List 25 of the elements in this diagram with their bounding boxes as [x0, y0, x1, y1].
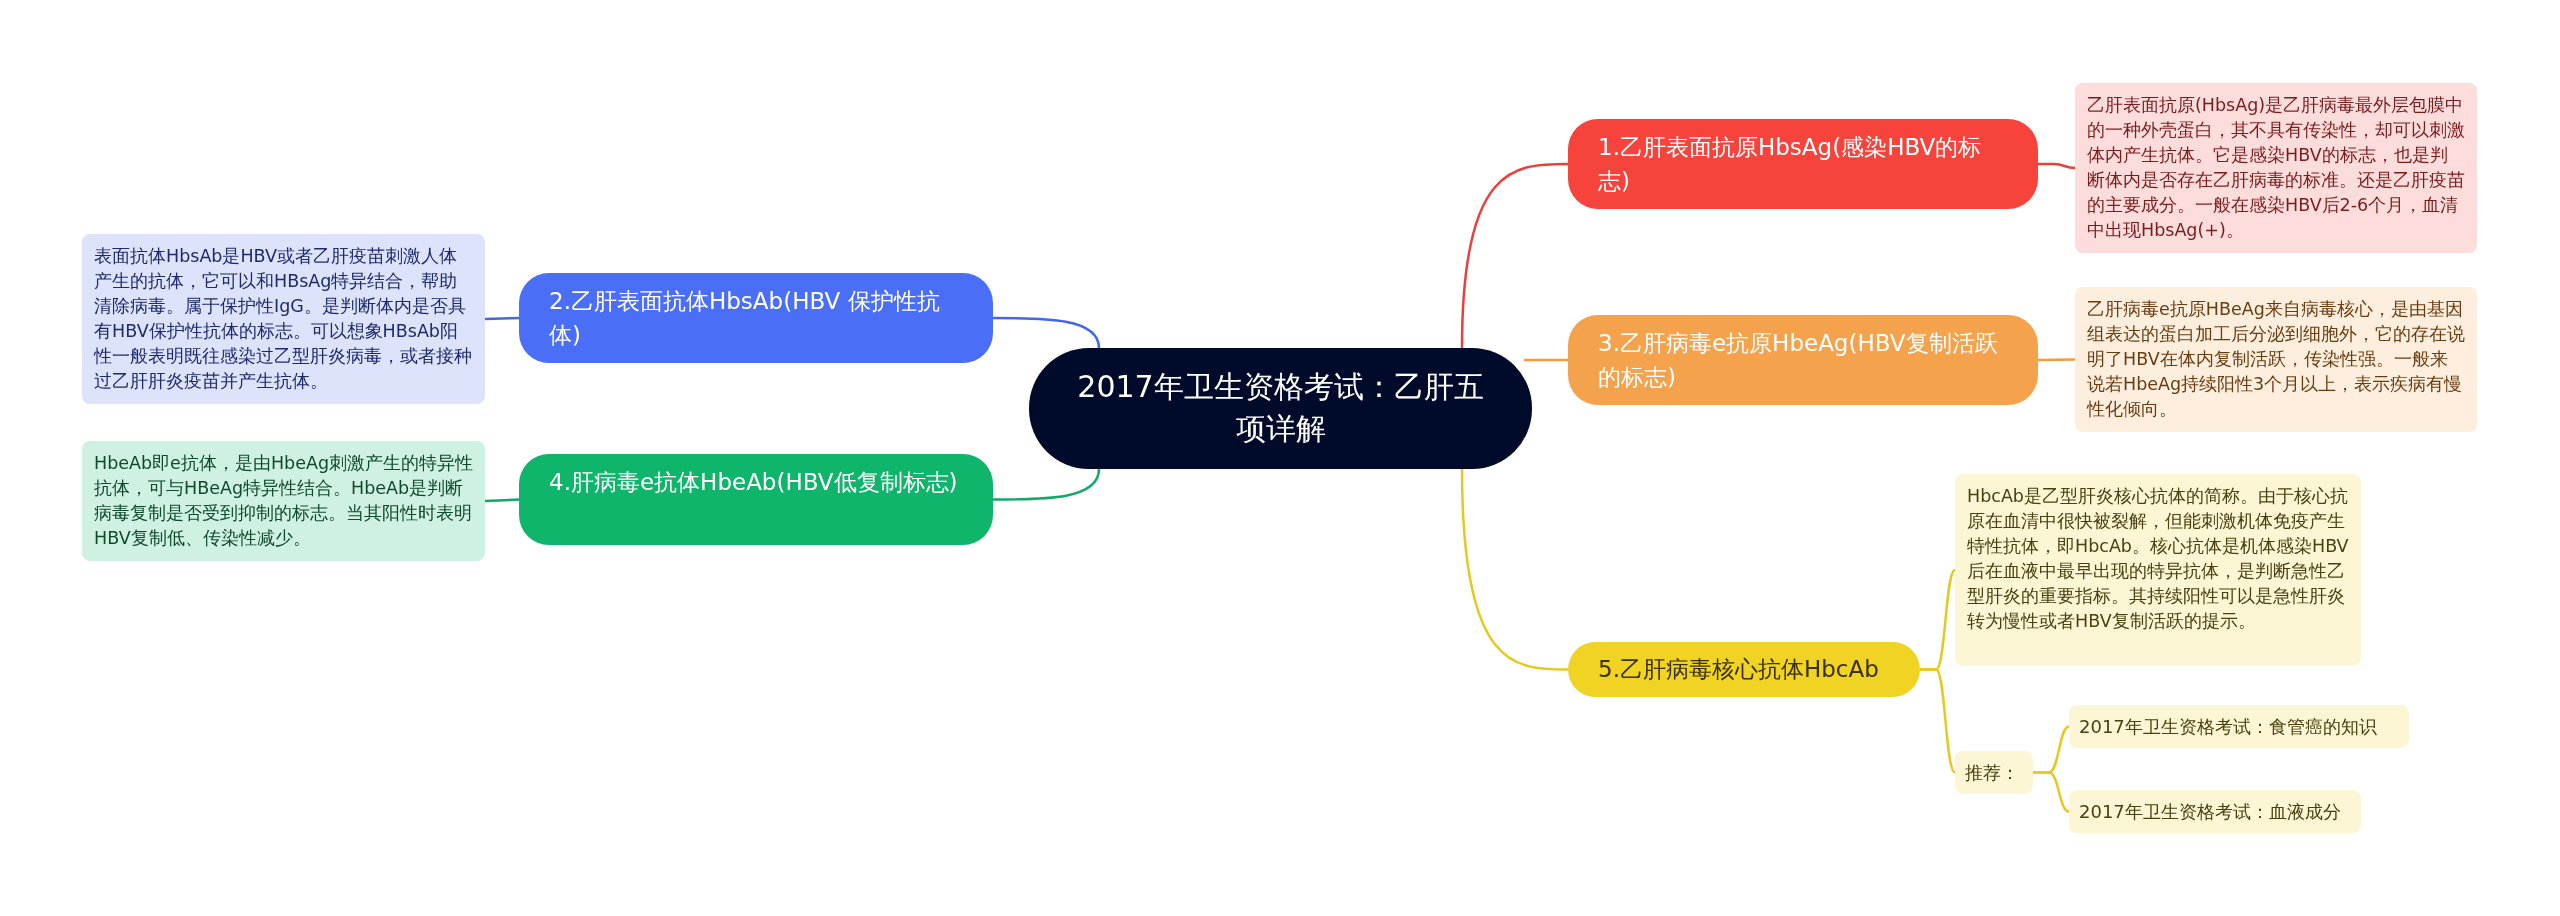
note-box: 乙肝表面抗原(HbsAg)是乙肝病毒最外层包膜中的一种外壳蛋白，其不具有传染性，却可以刺激体内产生抗体。它是感染HBV的标志，也是判断体内是否存在乙肝病毒的标准。还是乙肝疫苗的主要成分。一般在感染HBV后2-6个月，血清中出现HbsAg(+)。	[2075, 83, 2477, 253]
connector	[1460, 162, 1568, 349]
note-box: 表面抗体HbsAb是HBV或者乙肝疫苗刺激人体产生的抗体，它可以和HBsAg特异结合，帮助清除病毒。属于保护性IgG。是判断体内是否具有HBV保护性抗体的标志。可以想象HBsAb阳性一般表明既往感染过乙型肝炎病毒，或者接种过乙肝肝炎疫苗并产生抗体。	[82, 234, 485, 404]
connector	[484, 498, 520, 503]
note-box: 乙肝病毒e抗原HBeAg来自病毒核心，是由基因组表达的蛋白加工后分泌到细胞外，它的存在说明了HBV在体内复制活跃，传染性强。一般来说若HbeAg持续阳性3个月以上，表示疾病有慢性化倾向。	[2075, 287, 2477, 432]
branch-box: 2.乙肝表面抗体HbsAb(HBV 保护性抗体)	[519, 273, 993, 363]
connector	[993, 316, 1101, 349]
topic-box: 2017年卫生资格考试：乙肝五项详解	[1029, 348, 1532, 469]
connector	[484, 316, 520, 321]
branch-box: 4.肝病毒e抗体HbeAb(HBV低复制标志)	[519, 454, 993, 545]
link-box: 2017年卫生资格考试：血液成分	[2069, 790, 2361, 833]
connector	[2038, 358, 2075, 362]
tag-box: 推荐：	[1955, 751, 2033, 794]
branch-box: 1.乙肝表面抗原HbsAg(感染HBV的标志)	[1568, 119, 2038, 209]
connector	[1460, 468, 1568, 671]
branch-box: 5.乙肝病毒核心抗体HbcAb	[1568, 642, 1920, 697]
link-box: 2017年卫生资格考试：食管癌的知识	[2069, 705, 2409, 748]
note-box: HbeAb即e抗体，是由HbeAg刺激产生的特异性抗体，可与HBeAg特异性结合。HbeAb是判断病毒复制是否受到抑制的标志。当其阳性时表明HBV复制低、传染性减少。	[82, 441, 485, 561]
branch-box: 3.乙肝病毒e抗原HbeAg(HBV复制活跃的标志)	[1568, 315, 2038, 405]
connector	[2033, 771, 2070, 813]
connector	[1920, 668, 1956, 774]
note-box: HbcAb是乙型肝炎核心抗体的简称。由于核心抗原在血清中很快被裂解，但能刺激机体免疫产生特性抗体，即HbcAb。核心抗体是机体感染HBV后在血液中最早出现的特异抗体，是判断急性乙型肝炎的重要指标。其持续阳性可以是急性肝炎转为慢性或者HBV复制活跃的提示。	[1955, 474, 2361, 666]
connector	[2038, 162, 2076, 170]
connector	[1524, 358, 1568, 362]
connector	[993, 468, 1101, 501]
